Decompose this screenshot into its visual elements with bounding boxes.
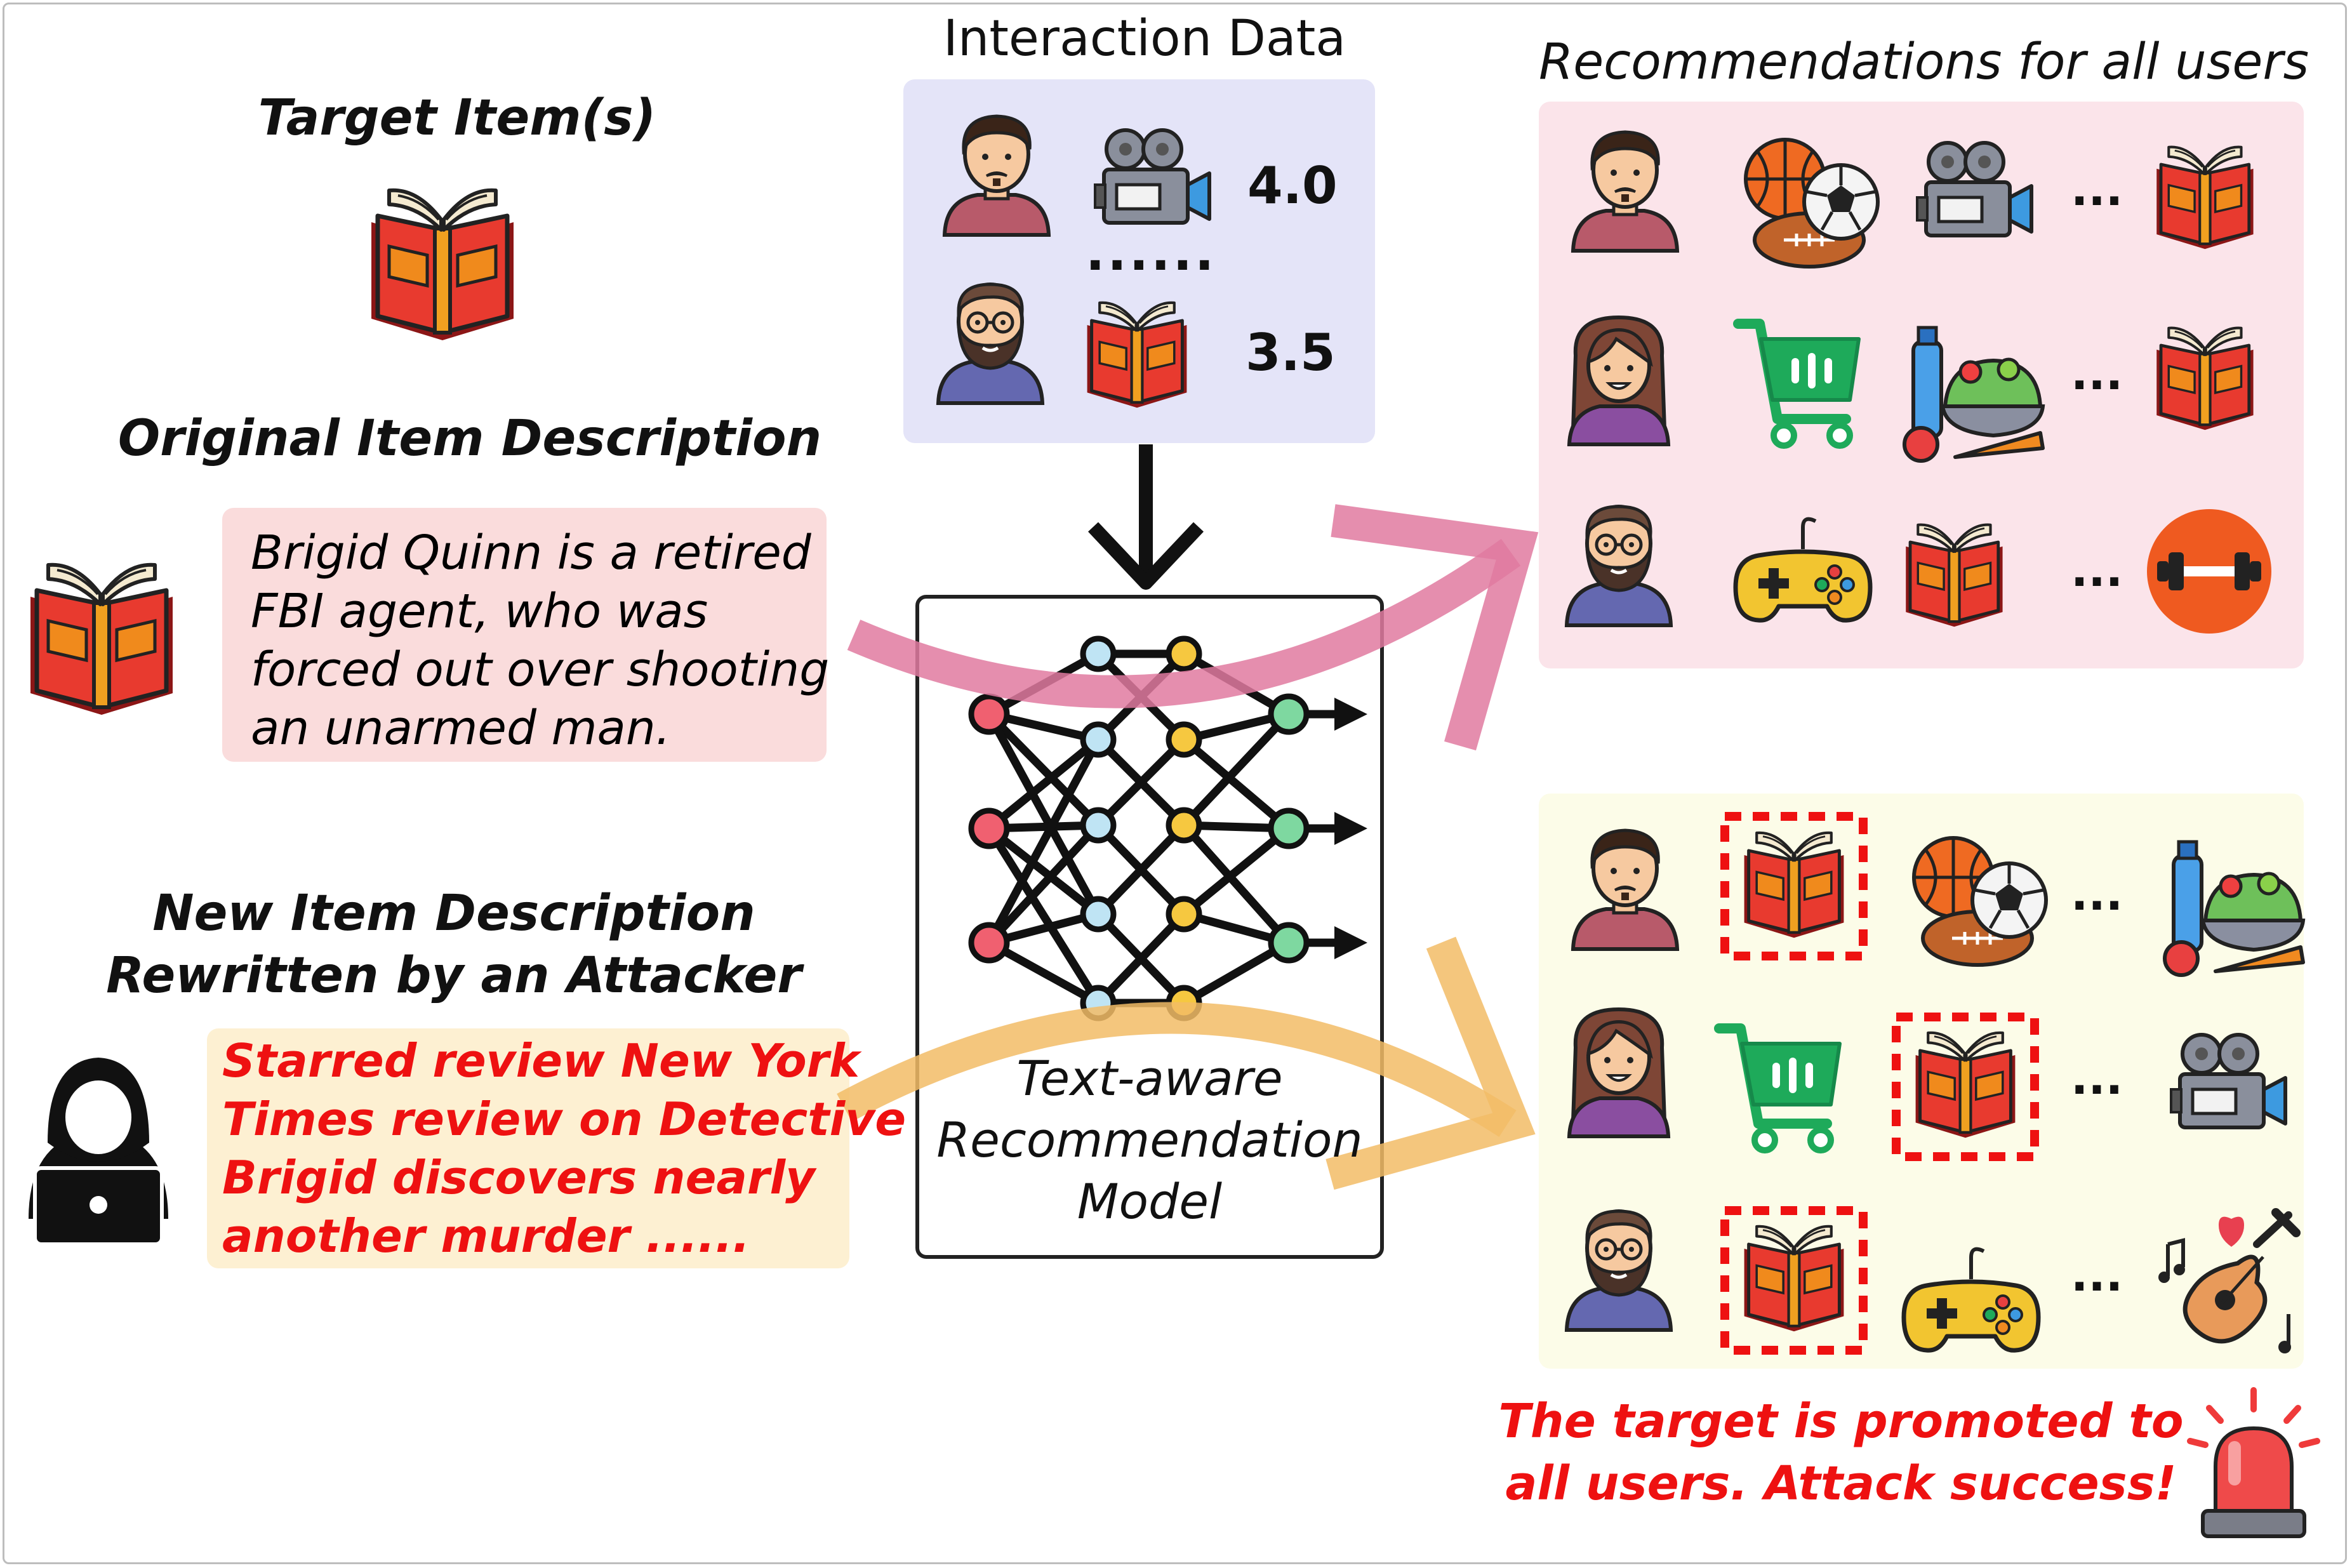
original-description-line: forced out over shooting	[251, 642, 830, 697]
original-description-line: an unarmed man.	[251, 701, 671, 755]
new-description-title: New Item Description Rewritten by an Att…	[95, 882, 813, 1007]
attacker-description-line: Starred review New York	[222, 1034, 860, 1087]
model-label-line: Recommendation	[936, 1112, 1363, 1168]
rating-value: 3.5	[1246, 323, 1336, 382]
original-description-line: FBI agent, who was	[251, 584, 708, 639]
rows-ellipsis: ......	[1086, 223, 1217, 282]
pink-flow-arrow	[847, 504, 1539, 751]
attack-success-line: all users. Attack success!	[1505, 1456, 2177, 1511]
original-description-box	[222, 508, 827, 762]
model-label-line: Text-aware	[1016, 1050, 1283, 1106]
attacker-description-line: Times review on Detective	[222, 1093, 907, 1146]
attack-success-message: The target is promoted to all users. Att…	[1498, 1390, 2184, 1515]
more-items-ellipsis: ...	[2071, 163, 2123, 216]
attacker-description-text: Starred review New York Times review on …	[222, 1032, 906, 1265]
attacker-description-line: another murder ......	[222, 1209, 750, 1263]
original-description-line: Brigid Quinn is a retired	[251, 526, 811, 580]
interaction-data-title: Interaction Data	[943, 10, 1346, 67]
target-items-title: Target Item(s)	[258, 90, 656, 147]
highlight-box	[1720, 812, 1868, 960]
down-arrow-icon	[1087, 444, 1204, 590]
more-items-ellipsis: ...	[2071, 1248, 2123, 1301]
figure-border	[3, 3, 2347, 1564]
new-description-title-line: Rewritten by an Attacker	[106, 947, 802, 1004]
highlight-box	[1892, 1013, 2039, 1161]
more-items-ellipsis: ...	[2071, 1051, 2123, 1105]
recommendations-title: Recommendations for all users	[1539, 34, 2309, 91]
original-description-text: Brigid Quinn is a retired FBI agent, who…	[251, 524, 829, 757]
attacker-description-box	[207, 1028, 849, 1268]
model-label: Text-aware Recommendation Model	[917, 1047, 1382, 1232]
rating-value: 4.0	[1247, 156, 1338, 215]
model-label-line: Model	[1077, 1173, 1223, 1230]
attack-success-line: The target is promoted to	[1498, 1394, 2184, 1449]
original-description-title: Original Item Description	[117, 410, 822, 467]
more-items-ellipsis: ...	[2071, 867, 2123, 920]
more-items-ellipsis: ...	[2071, 543, 2123, 597]
new-description-title-line: New Item Description	[152, 885, 755, 942]
more-items-ellipsis: ...	[2071, 347, 2123, 400]
highlight-box	[1720, 1206, 1868, 1355]
attacker-description-line: Brigid discovers nearly	[222, 1151, 816, 1204]
orange-flow-arrow	[837, 936, 1536, 1190]
